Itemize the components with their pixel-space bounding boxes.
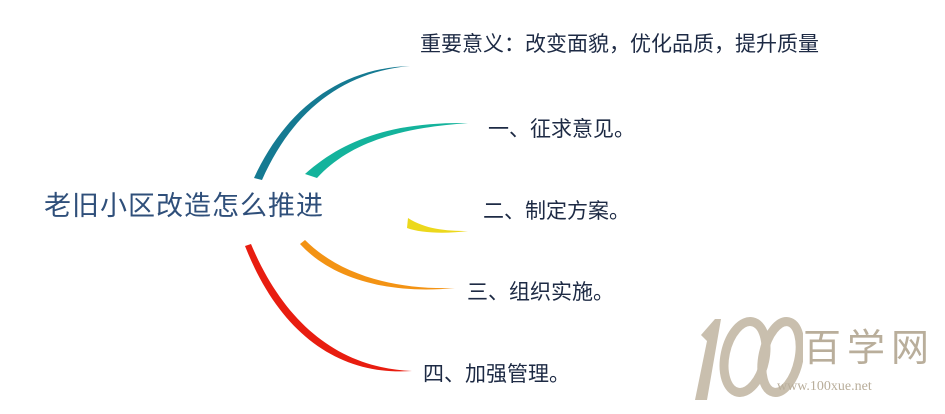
watermark-title: 百学网 (803, 326, 936, 370)
branch-label-manage: 四、加强管理。 (423, 362, 570, 386)
branch-label-implement: 三、组织实施。 (467, 280, 614, 304)
watermark-digits-graphic (695, 317, 803, 400)
center-topic: 老旧小区改造怎么推进 (44, 191, 324, 222)
branch-line-2 (305, 122, 468, 178)
branch-line-1 (254, 66, 410, 180)
branch-label-plan: 二、制定方案。 (483, 199, 630, 223)
branch-label-consult: 一、征求意见。 (488, 117, 635, 141)
branch-line-5 (245, 244, 412, 372)
watermark-logo: 百学网 www.100xue.net (683, 305, 938, 410)
branch-label-significance: 重要意义：改变面貌，优化品质，提升质量 (420, 32, 819, 56)
branch-line-3 (407, 218, 468, 233)
branch-line-4 (300, 240, 455, 290)
watermark-url: www.100xue.net (777, 379, 872, 394)
